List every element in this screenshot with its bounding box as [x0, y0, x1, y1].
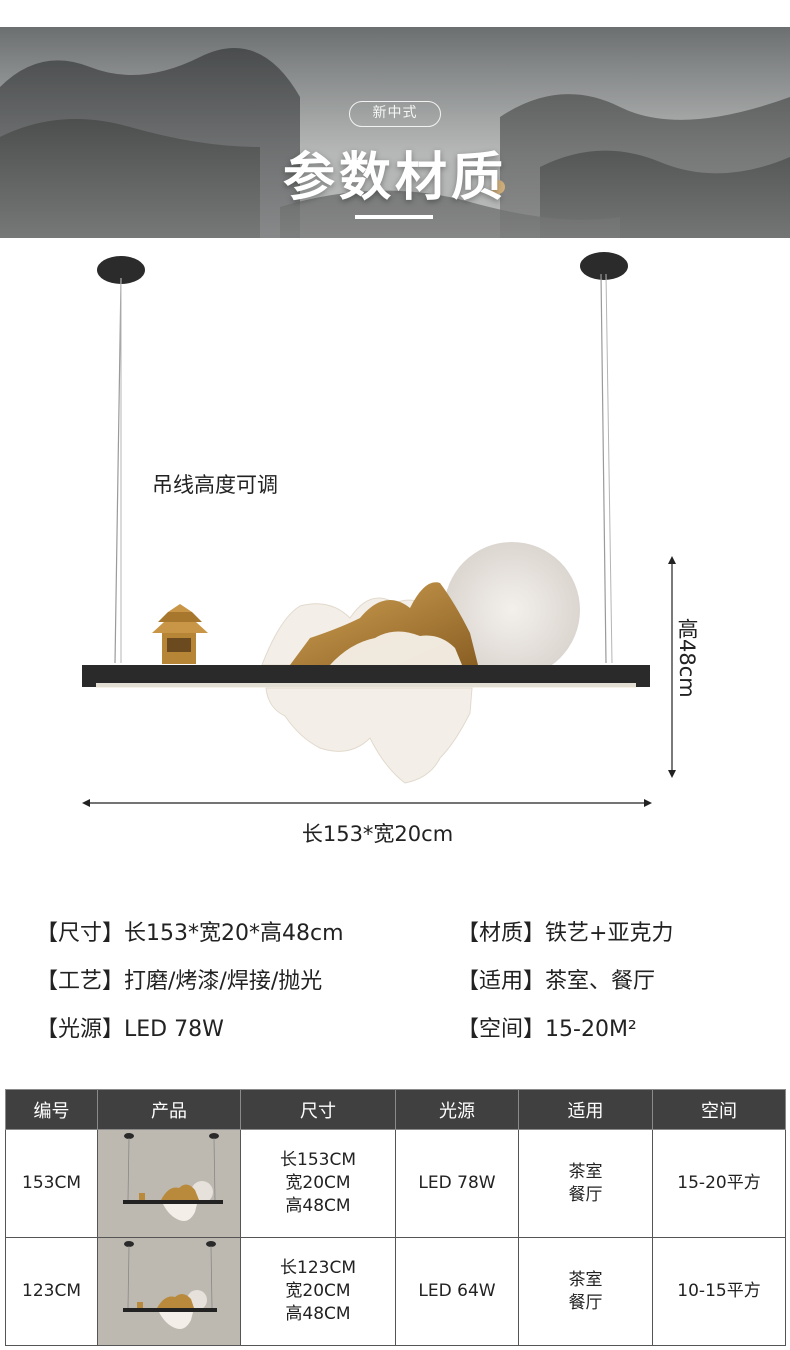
spec-material: 【材质】铁艺+亚克力: [457, 921, 674, 946]
product-table: 编号 产品 尺寸 光源 适用 空间 153CM: [5, 1089, 786, 1346]
misty-mountains-illustration: [0, 27, 790, 238]
header-banner: 新中式 参数材质: [0, 27, 790, 238]
product-thumbnail: [97, 1237, 241, 1346]
header-light: 光源: [395, 1089, 519, 1130]
pendant-lamp-illustration: [82, 252, 676, 807]
height-dimension-label: 高48cm: [675, 618, 699, 698]
product-thumbnail: [97, 1129, 241, 1238]
row-id: 123CM: [5, 1237, 98, 1346]
header-size: 尺寸: [240, 1089, 396, 1130]
row-usage: 茶室餐厅: [518, 1129, 653, 1238]
ceiling-canopy-left: [97, 256, 145, 284]
page-title: 参数材质: [282, 148, 507, 208]
row-light: LED 78W: [395, 1129, 519, 1238]
title-underline: [355, 215, 433, 219]
product-dimension-diagram: 吊线高度可调 高48cm 长153*宽20cm: [0, 238, 790, 878]
spec-craft: 【工艺】打磨/烤漆/焊接/抛光: [36, 969, 323, 994]
header-id: 编号: [5, 1089, 98, 1130]
row-space: 15-20平方: [652, 1129, 786, 1238]
spec-size: 【尺寸】长153*宽20*高48cm: [36, 921, 344, 946]
spec-usage: 【适用】茶室、餐厅: [457, 969, 656, 994]
header-product: 产品: [97, 1089, 241, 1130]
header-usage: 适用: [518, 1089, 653, 1130]
row-usage: 茶室餐厅: [518, 1237, 653, 1346]
table-header-row: 编号 产品 尺寸 光源 适用 空间: [5, 1089, 786, 1130]
style-badge: 新中式: [349, 101, 441, 127]
row-light: LED 64W: [395, 1237, 519, 1346]
row-id: 153CM: [5, 1129, 98, 1238]
spec-light-source: 【光源】LED 78W: [36, 1017, 224, 1042]
lamp-thumbnail-image: [122, 1241, 217, 1329]
lamp-thumbnail-image: [122, 1133, 223, 1221]
ceiling-canopy-right: [580, 252, 628, 280]
width-dimension-label: 长153*宽20cm: [301, 822, 454, 846]
pavilion-figure: [152, 604, 208, 664]
moon-disc: [444, 542, 580, 678]
lamp-frame: [82, 665, 650, 687]
spec-space: 【空间】15-20M²: [457, 1017, 637, 1042]
row-space: 10-15平方: [652, 1237, 786, 1346]
cable-adjustable-note: 吊线高度可调: [152, 473, 278, 497]
header-space: 空间: [652, 1089, 786, 1130]
